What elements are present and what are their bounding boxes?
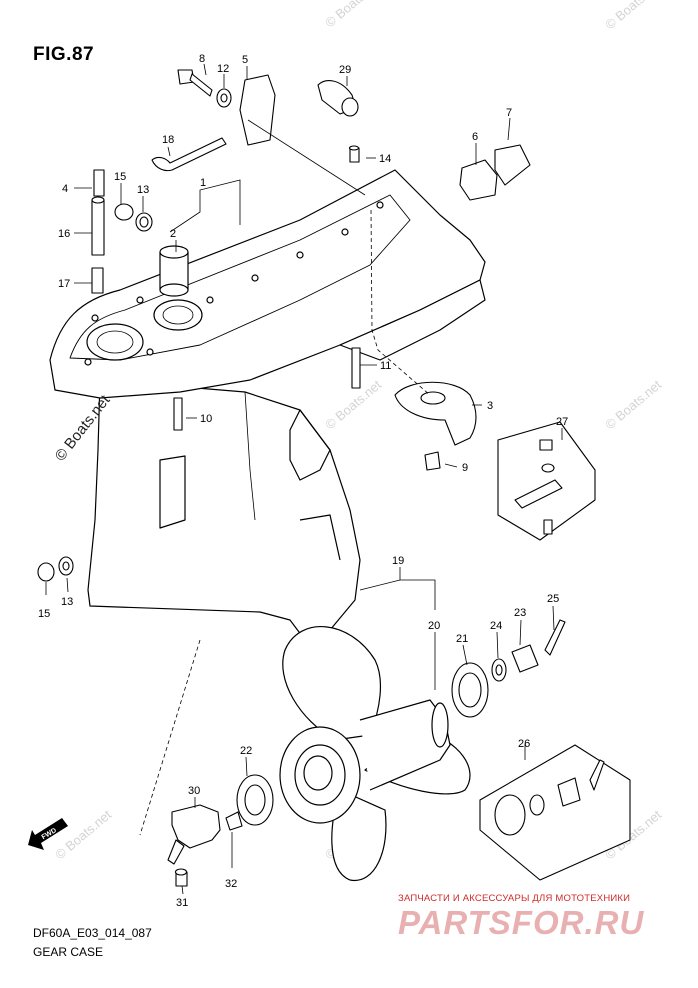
figure-name: GEAR CASE (33, 945, 104, 959)
callout-3: 3 (487, 400, 493, 412)
callout-6: 6 (472, 131, 478, 143)
small-parts (37, 69, 631, 887)
callout-7: 7 (506, 107, 512, 119)
leader-lines (45, 63, 563, 895)
callout-labels: 1 2 3 4 5 6 7 8 9 10 11 12 13 14 15 16 1… (38, 53, 568, 909)
callout-21: 21 (456, 633, 468, 645)
callout-2: 2 (170, 228, 176, 240)
banner-logo-text: PARTSFOR.RU (398, 904, 645, 941)
watermark: © Boats.net (322, 0, 384, 30)
gear-case-housing (49, 169, 486, 641)
callout-26: 26 (518, 738, 530, 750)
callout-20: 20 (428, 620, 440, 632)
callout-23: 23 (514, 607, 526, 619)
callout-8: 8 (199, 53, 205, 65)
watermark: © Boats.net (602, 377, 664, 433)
callout-18: 18 (162, 134, 174, 146)
callout-29: 29 (339, 64, 351, 76)
callout-31: 31 (176, 897, 188, 909)
callout-9: 9 (462, 462, 468, 474)
callout-13: 13 (137, 184, 149, 196)
callout-19: 19 (392, 555, 404, 567)
callout-15: 15 (114, 171, 126, 183)
propeller (279, 626, 471, 881)
callout-13: 13 (61, 596, 73, 608)
callout-15: 15 (38, 608, 50, 620)
callout-5: 5 (242, 54, 248, 66)
callout-22: 22 (240, 745, 252, 757)
figure-code: DF60A_E03_014_087 (33, 926, 152, 940)
watermark: © Boats.net (602, 0, 664, 32)
banner-subtitle: ЗАПЧАСТИ И АКСЕССУАРЫ ДЛЯ МОТОТЕХНИКИ (398, 893, 631, 904)
callout-16: 16 (58, 228, 70, 240)
watermark: © Boats.net (52, 807, 114, 863)
callout-17: 17 (58, 278, 70, 290)
callout-25: 25 (547, 593, 559, 605)
callout-12: 12 (217, 63, 229, 75)
callout-24: 24 (490, 620, 502, 632)
figure-title: FIG.87 (33, 44, 95, 65)
fwd-label: FWD (41, 827, 58, 841)
callout-14: 14 (379, 153, 391, 165)
callout-11: 11 (380, 360, 391, 372)
callout-32: 32 (225, 878, 237, 890)
callout-10: 10 (200, 413, 212, 425)
callout-4: 4 (62, 183, 68, 195)
callout-30: 30 (188, 785, 200, 797)
callout-1: 1 (200, 177, 206, 189)
callout-27: 27 (556, 416, 568, 428)
